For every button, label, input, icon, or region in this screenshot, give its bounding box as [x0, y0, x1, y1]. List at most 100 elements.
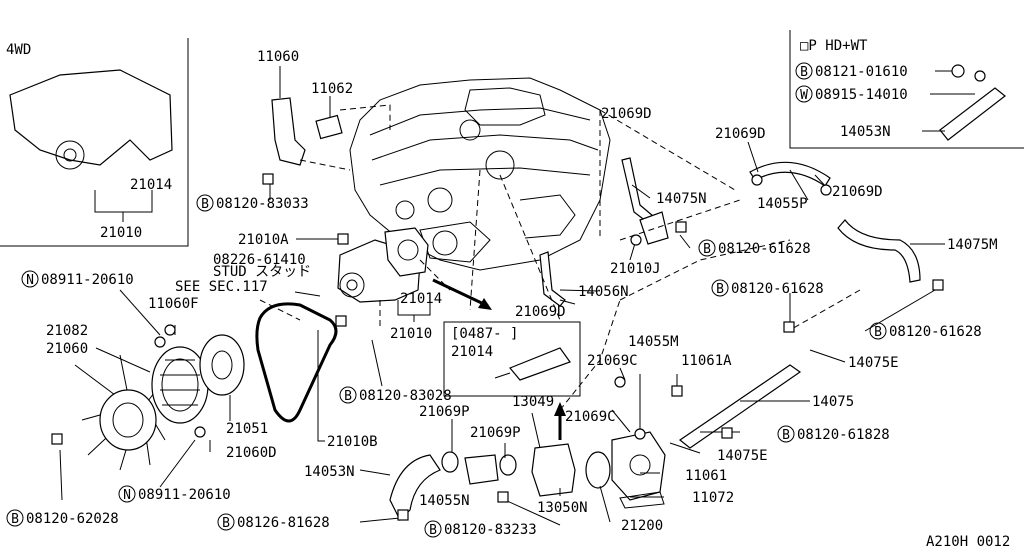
label-21051: 21051: [226, 421, 268, 437]
svg-text:B: B: [201, 197, 209, 212]
dashed-lines: [259, 104, 861, 411]
inset-4wd-frame: [0, 38, 189, 247]
label-14055m: 14055M: [628, 334, 679, 350]
label-21010-a: 21010: [100, 225, 142, 241]
badge-b-08120-83033: B: [196, 194, 214, 212]
hose-14056n-drawing: [539, 251, 566, 307]
label-21014-c: 21014: [451, 344, 493, 360]
label-21082: 21082: [46, 323, 88, 339]
label-08911-20610-a: 08911-20610: [41, 272, 134, 288]
label-13050n: 13050N: [537, 500, 588, 516]
fan-clutch-drawing: [151, 346, 209, 424]
badge-b-08120-83028: B: [339, 386, 357, 404]
svg-text:B: B: [344, 389, 352, 404]
label-14075e-b: 14075E: [717, 448, 768, 464]
svg-text:B: B: [429, 523, 437, 538]
label-21069d-c: 21069D: [832, 184, 883, 200]
leader-lines: [59, 66, 975, 526]
label-21010j: 21010J: [610, 261, 661, 277]
label-21060: 21060: [46, 341, 88, 357]
svg-text:W: W: [800, 88, 808, 103]
badge-b-08120-61828: B: [777, 425, 795, 443]
inset-0487-frame: [443, 321, 581, 397]
label-21069d-b: 21069D: [715, 126, 766, 142]
water-pump-4wd-drawing: [9, 69, 173, 170]
hose-14055p-drawing: [749, 161, 831, 187]
pipe-14075m-drawing: [837, 219, 921, 283]
inlet-11060-drawing: [271, 97, 306, 166]
label-08120-83033: 08120-83033: [216, 196, 309, 212]
part-labels: 4WD □P HD+WT 11060 11062 21069D 21069D 0…: [6, 38, 1010, 550]
drive-belt-drawing: [255, 302, 338, 423]
label-see-sec117: SEE SEC.117: [175, 279, 268, 295]
label-21010-b: 21010: [390, 326, 432, 342]
diagram-code: A210H 0012: [926, 534, 1010, 550]
label-08911-20610-b: 08911-20610: [138, 487, 231, 503]
badge-b-08121: B: [795, 62, 813, 80]
badge-b-08120-61628-b: B: [711, 279, 729, 297]
cooling-fan-drawing: [74, 354, 166, 471]
label-21069d-a: 21069D: [601, 106, 652, 122]
gasket-11062-drawing: [315, 114, 343, 140]
svg-text:B: B: [874, 325, 882, 340]
svg-text:B: B: [716, 282, 724, 297]
label-14053n-a: 14053N: [840, 124, 891, 140]
label-21069c-a: 21069C: [587, 353, 638, 369]
sealant-tube-drawing: [494, 347, 571, 381]
pulley-drawing: [199, 334, 245, 396]
pipe-14053n-pihd-drawing: [939, 87, 1006, 141]
inset-pihd-frame: [789, 30, 1024, 149]
label-11060f: 11060F: [148, 296, 199, 312]
label-21010b: 21010B: [327, 434, 378, 450]
label-21010a: 21010A: [238, 232, 289, 248]
pipe-14075-drawing: [678, 364, 802, 449]
hose-14053n-drawing: [389, 454, 441, 522]
label-14055p: 14055P: [757, 196, 808, 212]
badge-b-08126-81628: B: [217, 513, 235, 531]
svg-text:B: B: [11, 512, 19, 527]
label-13049: 13049: [512, 394, 554, 410]
badges: B W B B N B B B B N B B B: [6, 62, 887, 538]
label-08120-83233: 08120-83233: [444, 522, 537, 538]
water-pump-drawing: [337, 227, 429, 303]
label-pihd: □P HD+WT: [800, 38, 868, 54]
arrow-from-inset: [554, 402, 566, 440]
svg-text:N: N: [123, 488, 131, 503]
svg-text:B: B: [703, 242, 711, 257]
badge-n-08911-a: N: [21, 270, 39, 288]
label-11062: 11062: [311, 81, 353, 97]
label-21014-b: 21014: [400, 291, 442, 307]
svg-text:B: B: [782, 428, 790, 443]
label-08120-61628-b: 08120-61628: [731, 281, 824, 297]
label-21200: 21200: [621, 518, 663, 534]
pipe-14075n-drawing: [621, 157, 669, 245]
badge-w-08915: W: [795, 85, 813, 103]
label-08226-61410: 08226-61410: [213, 252, 306, 268]
label-14075e-a: 14075E: [848, 355, 899, 371]
label-14075n: 14075N: [656, 191, 707, 207]
label-21069p-a: 21069P: [419, 404, 470, 420]
badge-b-08120-61628-a: B: [698, 239, 716, 257]
label-08120-61828: 08120-61828: [797, 427, 890, 443]
label-11060: 11060: [257, 49, 299, 65]
label-08126-81628: 08126-81628: [237, 515, 330, 531]
badge-n-08911-b: N: [118, 485, 136, 503]
label-21069d-d: 21069D: [515, 304, 566, 320]
label-4wd: 4WD: [6, 42, 31, 58]
svg-text:B: B: [800, 65, 808, 80]
label-08120-61628-a: 08120-61628: [718, 241, 811, 257]
thermostat-housing-drawing: [531, 431, 666, 509]
svg-text:B: B: [222, 516, 230, 531]
label-21060d: 21060D: [226, 445, 277, 461]
label-14075: 14075: [812, 394, 854, 410]
svg-text:N: N: [26, 273, 34, 288]
badge-b-08120-62028: B: [6, 509, 24, 527]
label-14056n: 14056N: [578, 284, 629, 300]
label-0487: [0487- ]: [451, 326, 518, 342]
label-08120-61628-c: 08120-61628: [889, 324, 982, 340]
label-14055n: 14055N: [419, 493, 470, 509]
label-21069c-b: 21069C: [565, 409, 616, 425]
label-14053n-b: 14053N: [304, 464, 355, 480]
label-14075m: 14075M: [947, 237, 998, 253]
